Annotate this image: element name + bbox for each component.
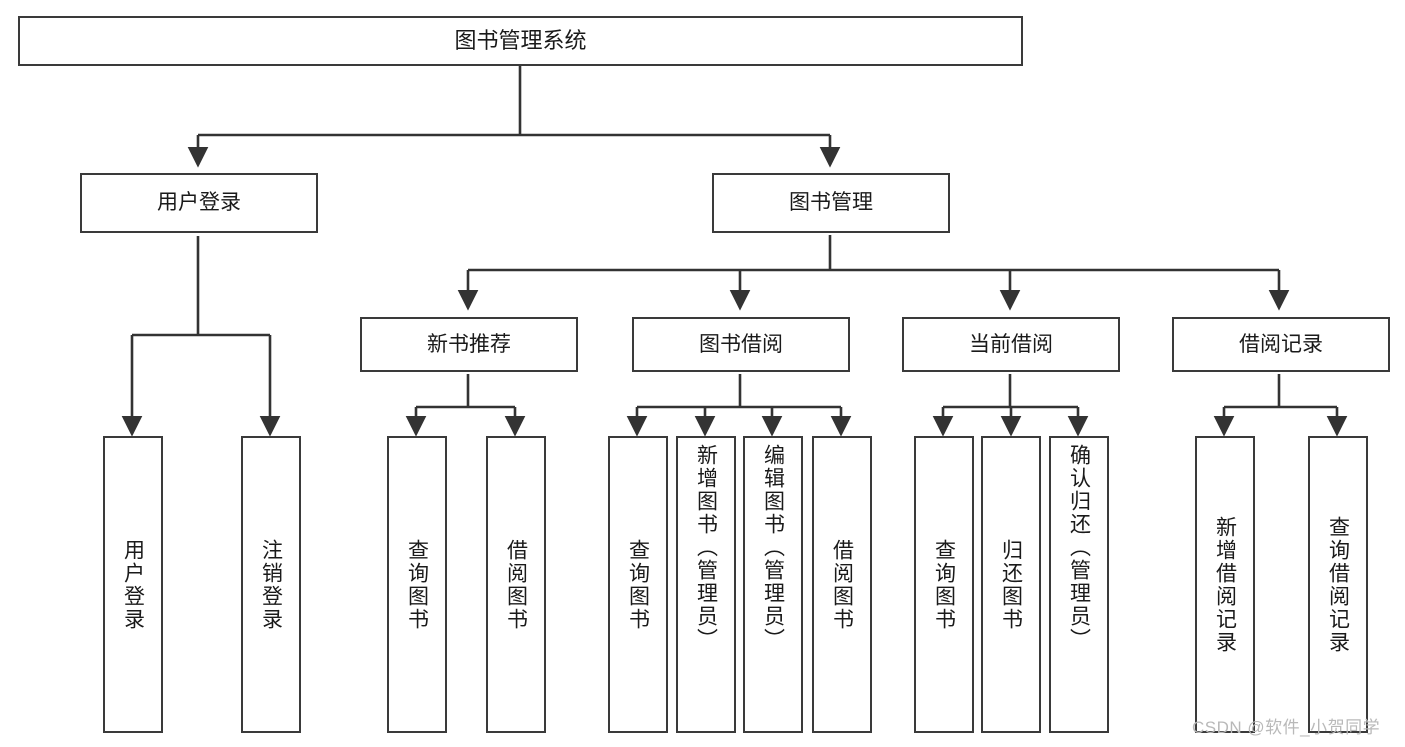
node-current-borrow-label: 当前借阅 bbox=[969, 332, 1053, 356]
node-root[interactable]: 图书管理系统 bbox=[18, 16, 1023, 66]
node-new-book-recommend-label: 新书推荐 bbox=[427, 332, 511, 356]
node-leaf-query-book-3-label: 查询图书 bbox=[932, 538, 956, 631]
node-root-label: 图书管理系统 bbox=[454, 27, 587, 53]
node-leaf-query-record-label: 查询借阅记录 bbox=[1326, 515, 1350, 654]
node-leaf-query-book-1-label: 查询图书 bbox=[405, 538, 429, 631]
node-leaf-query-book-2[interactable]: 查询图书 bbox=[608, 436, 668, 733]
node-leaf-user-login[interactable]: 用户登录 bbox=[103, 436, 163, 733]
node-borrow-record-label: 借阅记录 bbox=[1239, 332, 1323, 356]
csdn-watermark: CSDN @软件_小贺同学 bbox=[1192, 718, 1381, 737]
node-leaf-edit-book-label: 编辑图书（管理员） bbox=[761, 444, 785, 651]
node-user-login-label: 用户登录 bbox=[157, 191, 241, 215]
node-leaf-edit-book[interactable]: 编辑图书（管理员） bbox=[743, 436, 803, 733]
node-leaf-confirm-return[interactable]: 确认归还（管理员） bbox=[1049, 436, 1109, 733]
node-user-login[interactable]: 用户登录 bbox=[80, 173, 318, 233]
node-leaf-add-record-label: 新增借阅记录 bbox=[1213, 515, 1237, 654]
node-leaf-query-book-2-label: 查询图书 bbox=[626, 538, 650, 631]
node-current-borrow[interactable]: 当前借阅 bbox=[902, 317, 1120, 372]
node-book-borrow-label: 图书借阅 bbox=[699, 332, 783, 356]
node-leaf-borrow-book-1[interactable]: 借阅图书 bbox=[486, 436, 546, 733]
node-book-management-label: 图书管理 bbox=[789, 191, 873, 215]
node-leaf-user-login-label: 用户登录 bbox=[121, 538, 145, 631]
node-leaf-borrow-book-1-label: 借阅图书 bbox=[504, 538, 528, 631]
node-leaf-query-book-1[interactable]: 查询图书 bbox=[387, 436, 447, 733]
node-new-book-recommend[interactable]: 新书推荐 bbox=[360, 317, 578, 372]
node-book-borrow[interactable]: 图书借阅 bbox=[632, 317, 850, 372]
node-leaf-add-book[interactable]: 新增图书（管理员） bbox=[676, 436, 736, 733]
node-leaf-query-record[interactable]: 查询借阅记录 bbox=[1308, 436, 1368, 733]
node-leaf-add-record[interactable]: 新增借阅记录 bbox=[1195, 436, 1255, 733]
node-leaf-return-book[interactable]: 归还图书 bbox=[981, 436, 1041, 733]
node-leaf-borrow-book-2-label: 借阅图书 bbox=[830, 538, 854, 631]
node-leaf-borrow-book-2[interactable]: 借阅图书 bbox=[812, 436, 872, 733]
node-leaf-confirm-return-label: 确认归还（管理员） bbox=[1067, 444, 1091, 651]
node-leaf-logout-login[interactable]: 注销登录 bbox=[241, 436, 301, 733]
node-leaf-add-book-label: 新增图书（管理员） bbox=[694, 444, 718, 651]
node-leaf-logout-login-label: 注销登录 bbox=[259, 538, 283, 631]
node-leaf-return-book-label: 归还图书 bbox=[999, 538, 1023, 631]
node-book-management[interactable]: 图书管理 bbox=[712, 173, 950, 233]
node-leaf-query-book-3[interactable]: 查询图书 bbox=[914, 436, 974, 733]
node-borrow-record[interactable]: 借阅记录 bbox=[1172, 317, 1390, 372]
